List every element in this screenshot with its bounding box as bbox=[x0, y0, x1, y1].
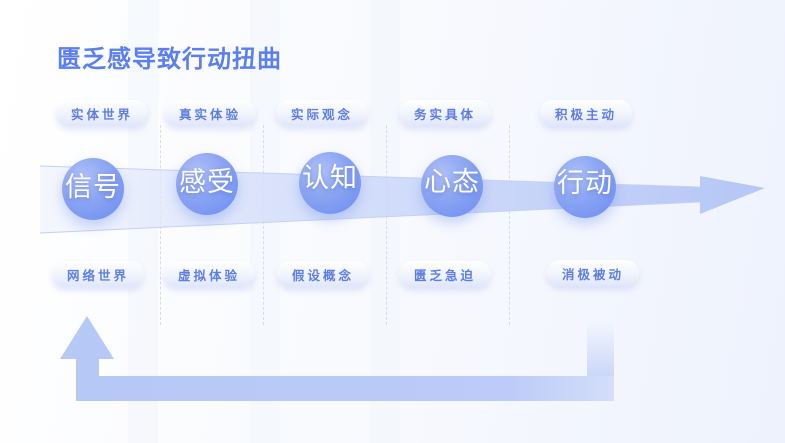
top-label-pill: 实际观念 bbox=[276, 100, 368, 126]
stage-node-label: 行动 bbox=[557, 168, 613, 199]
stage-node-action bbox=[554, 156, 616, 218]
stage-node-label: 心态 bbox=[424, 167, 480, 198]
loop-back-arrow-icon bbox=[60, 316, 614, 401]
column-divider bbox=[386, 125, 387, 325]
top-label-pill: 实体世界 bbox=[56, 100, 148, 126]
stage-node-mindset bbox=[421, 155, 483, 217]
stage-node-label: 认知 bbox=[302, 163, 358, 194]
top-label-pill: 积极主动 bbox=[540, 100, 632, 126]
column-divider bbox=[263, 125, 264, 325]
stage-node-feeling bbox=[176, 153, 238, 215]
stage-node-signal bbox=[62, 158, 124, 220]
page-title: 匮乏感导致行动扭曲 bbox=[57, 45, 282, 73]
stage-node-cognition bbox=[299, 152, 361, 214]
bottom-label-pill: 虚拟体验 bbox=[163, 261, 255, 287]
top-label-pill: 务实具体 bbox=[399, 100, 491, 126]
bottom-label-pill: 假设概念 bbox=[277, 261, 369, 287]
stage-node-label: 信号 bbox=[65, 172, 121, 203]
bottom-label-pill: 网络世界 bbox=[52, 261, 144, 287]
background-stripe bbox=[370, 0, 400, 443]
top-label-pill: 真实体验 bbox=[164, 100, 256, 126]
column-divider bbox=[509, 125, 510, 325]
bottom-label-pill: 匮乏急迫 bbox=[399, 261, 491, 287]
stage-node-label: 感受 bbox=[179, 167, 235, 198]
bottom-label-pill: 消极被动 bbox=[547, 260, 639, 286]
